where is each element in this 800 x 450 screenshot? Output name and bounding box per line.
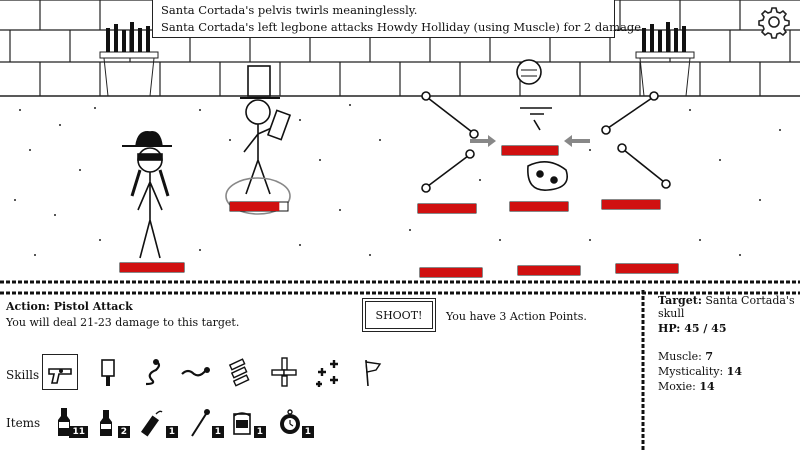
item-match[interactable]: 1 <box>182 404 224 440</box>
skill-snake[interactable] <box>134 354 170 390</box>
action-points-text: You have 3 Action Points. <box>446 310 587 323</box>
cleaver-icon <box>101 359 115 386</box>
plus-cluster-icon <box>316 360 338 387</box>
skill-snake-strike[interactable] <box>178 354 214 390</box>
shoot-button[interactable]: SHOOT! <box>362 298 436 332</box>
item-pocket-watch[interactable]: 1 <box>272 404 314 440</box>
match-icon <box>191 409 210 437</box>
enemy-health-bar <box>502 146 558 155</box>
item-count: 1 <box>301 426 314 438</box>
skill-revolver[interactable] <box>42 354 78 390</box>
small-bottle-icon <box>100 410 112 436</box>
target-stat-mysticality: Mysticality: 14 <box>658 365 742 378</box>
target-name: Santa Cortada's skull <box>658 294 795 320</box>
item-count: 1 <box>165 426 178 438</box>
stat-name: Mysticality: <box>658 365 724 378</box>
combat-log-line: Santa Cortada's left legbone attacks How… <box>161 20 645 34</box>
skill-cleaver[interactable] <box>90 354 126 390</box>
white-flag-icon <box>365 359 382 387</box>
battle-scene <box>0 0 800 284</box>
enemy-health-bar <box>420 268 482 277</box>
target-arrows <box>470 135 590 147</box>
enemy-spine[interactable] <box>520 107 552 131</box>
target-hp: HP: 45 / 45 <box>658 322 726 335</box>
target-label: Target: <box>658 294 702 307</box>
whiskey-bottle-icon <box>58 408 70 436</box>
enemy-health-bar <box>616 264 678 273</box>
enemy-bone-upper-right[interactable] <box>601 91 659 135</box>
revolver-icon <box>48 368 72 384</box>
action-title: Action: Pistol Attack <box>6 300 133 313</box>
right-candle-shelf <box>635 22 695 97</box>
snake-strike-icon <box>181 367 210 377</box>
ally-cleaver-fighter[interactable] <box>225 65 292 215</box>
ally-health-bar <box>230 202 280 211</box>
enemy-health-bar <box>602 200 660 209</box>
player-cowboy[interactable] <box>122 130 172 259</box>
enemy-health-bar <box>418 204 476 213</box>
gear-icon[interactable] <box>758 6 790 39</box>
enemy-health-bar <box>510 202 568 211</box>
enemy-health-bar <box>518 266 580 275</box>
skill-plus-cluster[interactable] <box>310 354 346 390</box>
panel-rope-divider <box>0 291 800 295</box>
item-count: 11 <box>69 426 88 438</box>
action-panel: Action: Pistol Attack You will deal 21-2… <box>0 290 800 450</box>
target-stat-muscle: Muscle: 7 <box>658 350 713 363</box>
pocket-watch-icon <box>280 409 300 434</box>
skill-surrender[interactable] <box>354 354 390 390</box>
target-header: Target: Santa Cortada's skull <box>658 294 800 320</box>
enemy-bone-lower-left[interactable] <box>421 149 475 193</box>
target-hp-value: 45 / 45 <box>684 322 727 335</box>
stat-value: 14 <box>699 380 715 393</box>
bullets-icon <box>228 358 250 387</box>
panel-rope-vertical <box>641 290 645 450</box>
stat-value: 7 <box>705 350 714 363</box>
item-whiskey[interactable]: 11 <box>46 404 88 440</box>
snake-icon <box>145 359 161 386</box>
floor-texture <box>14 104 781 256</box>
enemy-bone-lower-right[interactable] <box>617 143 671 189</box>
item-small-bottle[interactable]: 2 <box>88 404 130 440</box>
skill-bullet-spread[interactable] <box>266 354 302 390</box>
stat-name: Muscle: <box>658 350 702 363</box>
action-description: You will deal 21-23 damage to this targe… <box>6 316 240 329</box>
skills-label: Skills <box>6 368 40 382</box>
health-bars <box>119 145 679 278</box>
item-dynamite[interactable]: 1 <box>136 404 178 440</box>
enemy-bone-upper-left[interactable] <box>421 91 479 139</box>
enemy-pelvis[interactable] <box>527 161 568 191</box>
dynamite-icon <box>140 410 163 437</box>
tin-can-icon <box>233 412 251 435</box>
items-label: Items <box>6 416 41 430</box>
combat-arena <box>0 0 800 284</box>
stat-name: Moxie: <box>658 380 696 393</box>
item-tin-can[interactable]: 1 <box>224 404 266 440</box>
player-health-bar <box>120 263 184 272</box>
combat-log-line: Santa Cortada's pelvis twirls meaningles… <box>161 3 418 17</box>
target-hp-label: HP: <box>658 322 681 335</box>
enemy-skull[interactable] <box>516 59 542 85</box>
item-count: 1 <box>211 426 224 438</box>
stat-value: 14 <box>726 365 742 378</box>
target-stat-moxie: Moxie: 14 <box>658 380 715 393</box>
item-count: 2 <box>117 426 130 438</box>
bullet-spread-icon <box>271 357 297 387</box>
left-candle-shelf <box>99 22 159 97</box>
combat-log: Santa Cortada's pelvis twirls meaningles… <box>152 0 645 38</box>
skill-bullets[interactable] <box>222 354 258 390</box>
item-count: 1 <box>253 426 266 438</box>
